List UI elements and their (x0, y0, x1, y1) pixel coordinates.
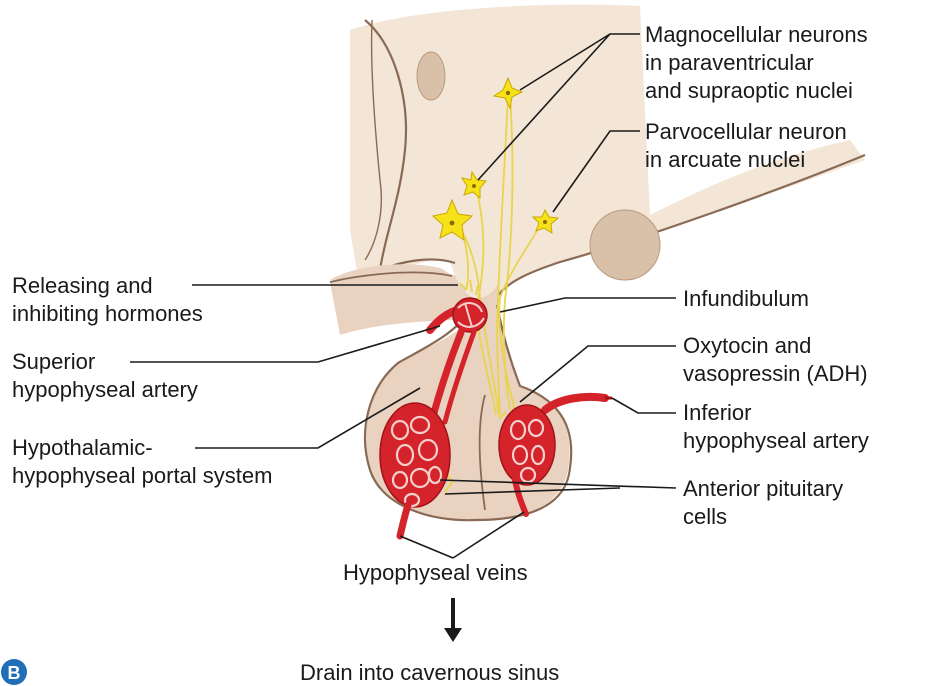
label-drain: Drain into cavernous sinus (300, 660, 559, 685)
nucleus-blob-upper (417, 52, 445, 100)
label-infundibulum: Infundibulum (683, 286, 809, 311)
label-oxytocin-vasopressin: Oxytocin and vasopressin (ADH) (683, 333, 868, 386)
label-portal-system: Hypothalamic- hypophyseal portal system (12, 435, 272, 488)
label-anterior-pituitary-cells: Anterior pituitary cells (683, 476, 849, 529)
label-inferior-artery: Inferior hypophyseal artery (683, 400, 869, 453)
nucleus-blob-right (590, 210, 660, 280)
label-superior-artery: Superior hypophyseal artery (12, 349, 198, 402)
panel-badge-letter: B (8, 663, 21, 683)
label-magnocellular: Magnocellular neurons in paraventricular… (645, 22, 874, 103)
drain-arrow (444, 598, 462, 642)
panel-badge: B (1, 659, 27, 685)
label-hypophyseal-veins: Hypophyseal veins (343, 560, 528, 585)
label-releasing-hormones: Releasing and inhibiting hormones (12, 273, 203, 326)
